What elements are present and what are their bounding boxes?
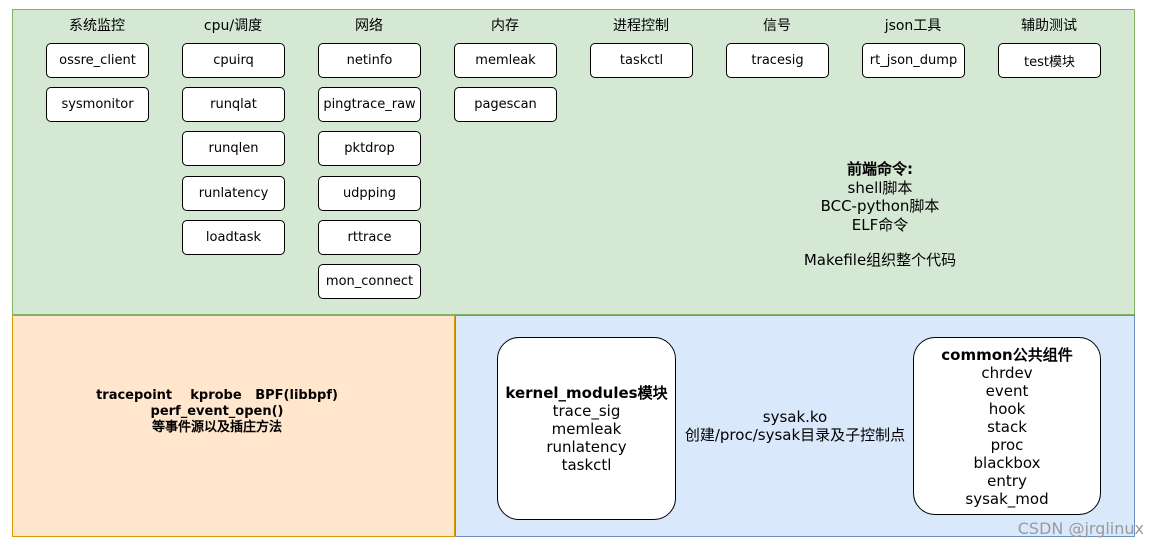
tool-node-taskctl[interactable]: taskctl	[590, 43, 693, 78]
kernel-module-item: taskctl	[561, 456, 612, 474]
tool-node-cpuirq[interactable]: cpuirq	[182, 43, 285, 78]
kernel-module-item: trace_sig	[552, 402, 621, 420]
sysak-ko-description: 创建/proc/sysak目录及子控制点	[684, 426, 906, 444]
frontend-notes-shell: shell脚本	[847, 178, 913, 197]
tool-node-rt-json-dump[interactable]: rt_json_dump	[862, 43, 965, 78]
tool-node-runlatency[interactable]: runlatency	[182, 176, 285, 211]
common-component-item: chrdev	[981, 364, 1033, 382]
frontend-notes-makefile: Makefile组织整个代码	[803, 251, 957, 269]
kernel-modules-box[interactable]: kernel_modules模块 trace_sig memleak runla…	[497, 337, 676, 520]
event-source-line3: 等事件源以及插庄方法	[151, 420, 282, 435]
column-header-process: 进程控制	[613, 18, 669, 34]
common-components-title: common公共组件	[941, 346, 1073, 364]
kernel-module-item: memleak	[551, 420, 622, 438]
frontend-notes-spacer	[780, 234, 980, 251]
common-component-item: entry	[987, 472, 1027, 490]
tool-node-tracesig[interactable]: tracesig	[726, 43, 829, 78]
tool-node-mon-connect[interactable]: mon_connect	[318, 264, 421, 299]
common-components-box[interactable]: common公共组件 chrdev event hook stack proc …	[913, 337, 1101, 515]
tool-node-pagescan[interactable]: pagescan	[454, 87, 557, 122]
event-source-region	[12, 315, 455, 537]
tool-node-test-module[interactable]: test模块	[998, 43, 1101, 78]
tool-node-runqlen[interactable]: runqlen	[182, 131, 285, 166]
column-header-mem: 内存	[491, 18, 519, 34]
tool-node-udpping[interactable]: udpping	[318, 176, 421, 211]
common-component-item: blackbox	[973, 454, 1041, 472]
frontend-notes-title: 前端命令:	[847, 160, 913, 178]
event-source-line1: tracepoint kprobe BPF(libbpf)	[96, 388, 338, 403]
column-header-signal: 信号	[763, 18, 791, 34]
tool-node-runqlat[interactable]: runqlat	[182, 87, 285, 122]
column-header-cpu: cpu/调度	[203, 18, 263, 34]
tool-node-sysmonitor[interactable]: sysmonitor	[46, 87, 149, 122]
common-component-item: event	[985, 382, 1029, 400]
tool-node-memleak[interactable]: memleak	[454, 43, 557, 78]
common-component-item: hook	[988, 400, 1026, 418]
event-source-text: tracepoint kprobe BPF(libbpf) perf_event…	[42, 388, 392, 436]
sysak-ko-label: sysak.ko 创建/proc/sysak目录及子控制点	[680, 408, 910, 444]
kernel-modules-title: kernel_modules模块	[505, 384, 668, 402]
frontend-notes-bcc: BCC-python脚本	[820, 197, 940, 215]
column-header-json: json工具	[884, 18, 942, 34]
watermark: CSDN @jrglinux	[1017, 519, 1144, 538]
column-header-net: 网络	[355, 18, 383, 34]
frontend-notes: 前端命令: shell脚本 BCC-python脚本 ELF命令 Makefil…	[780, 160, 980, 270]
tool-node-rttrace[interactable]: rttrace	[318, 220, 421, 255]
common-component-item: proc	[990, 436, 1024, 454]
common-component-item: stack	[987, 418, 1027, 436]
column-header-test: 辅助测试	[1021, 18, 1077, 34]
tool-node-ossre-client[interactable]: ossre_client	[46, 43, 149, 78]
tool-node-pktdrop[interactable]: pktdrop	[318, 131, 421, 166]
event-source-line2: perf_event_open()	[150, 404, 284, 419]
frontend-notes-elf: ELF命令	[851, 215, 909, 234]
tool-node-pingtrace-raw[interactable]: pingtrace_raw	[318, 87, 421, 122]
column-header-sysmon: 系统监控	[69, 18, 125, 34]
kernel-module-item: runlatency	[546, 438, 627, 456]
common-component-item: sysak_mod	[965, 490, 1049, 508]
tool-node-loadtask[interactable]: loadtask	[182, 220, 285, 255]
sysak-ko-name: sysak.ko	[762, 408, 828, 426]
tool-node-netinfo[interactable]: netinfo	[318, 43, 421, 78]
